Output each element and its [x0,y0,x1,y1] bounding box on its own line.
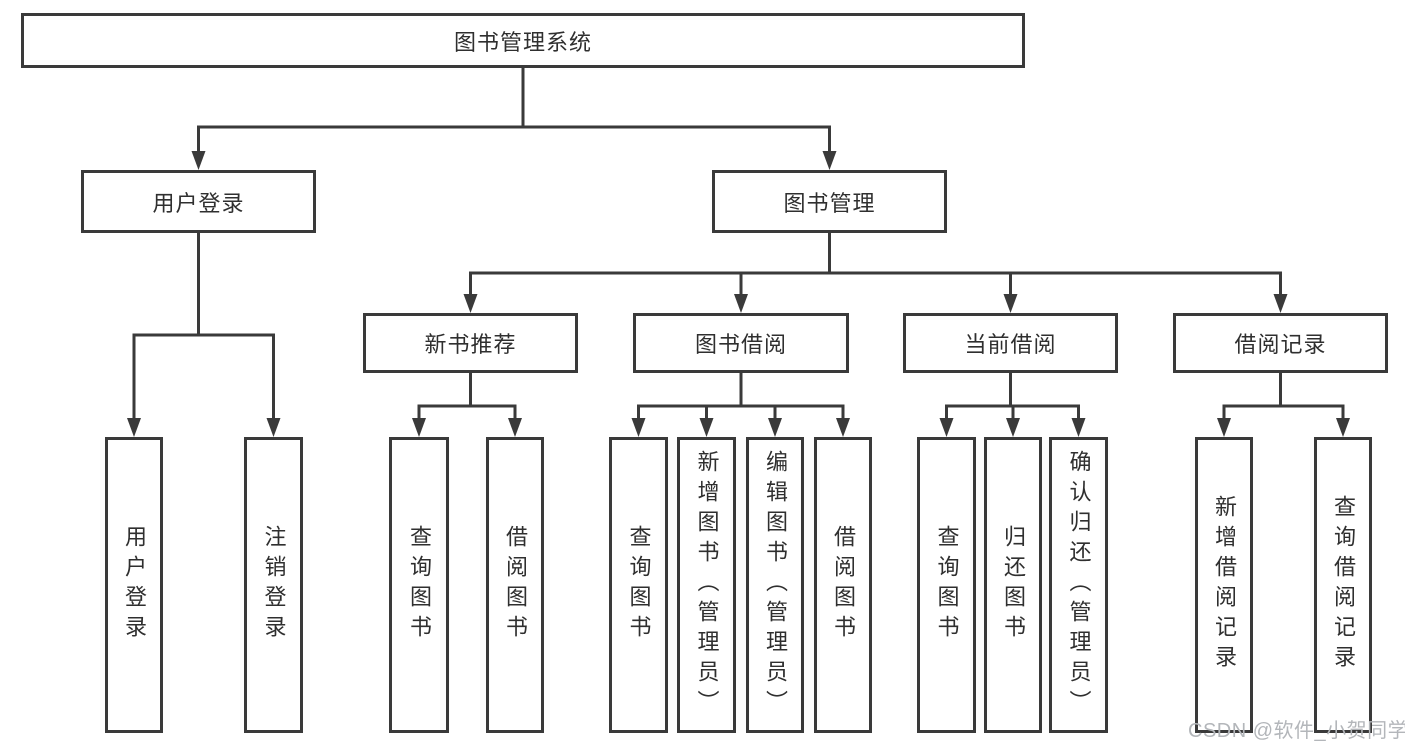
leaf-label: 编辑图书（管理员） [763,450,788,720]
node-book-borrowing: 图书借阅 [633,313,849,373]
leaf-label: 借阅图书 [503,525,528,645]
leaf-logout: 注销登录 [244,437,303,733]
leaf-label: 用户登录 [122,525,147,645]
node-library-management-system: 图书管理系统 [21,13,1025,68]
leaf-confirm-return-admin: 确认归还（管理员） [1049,437,1108,733]
leaf-borrow-books: 借阅图书 [486,437,544,733]
edge-lines [132,66,1345,422]
leaf-return-books: 归还图书 [984,437,1042,733]
leaf-borrow-books: 借阅图书 [814,437,872,733]
leaf-label: 查询图书 [626,525,652,645]
node-current-borrowing: 当前借阅 [903,313,1118,373]
leaf-query-books: 查询图书 [609,437,668,733]
leaf-add-borrow-record: 新增借阅记录 [1195,437,1253,733]
leaf-user-login: 用户登录 [105,437,163,733]
csdn-watermark: CSDN @软件_小贺同学 [1188,720,1405,742]
leaf-edit-books-admin: 编辑图书（管理员） [746,437,804,733]
node-borrowing-records: 借阅记录 [1173,313,1388,373]
leaf-label: 查询图书 [934,525,960,645]
leaf-add-books-admin: 新增图书（管理员） [677,437,736,733]
node-user-login: 用户登录 [81,170,316,233]
leaf-query-books: 查询图书 [389,437,449,733]
leaf-query-borrow-record: 查询借阅记录 [1314,437,1372,733]
leaf-label: 注销登录 [261,525,287,645]
leaf-label: 新增图书（管理员） [694,450,720,720]
arrowheads [127,151,1350,437]
leaf-label: 查询图书 [407,525,432,645]
node-book-management: 图书管理 [712,170,947,233]
leaf-label: 归还图书 [1001,525,1026,645]
leaf-label: 新增借阅记录 [1212,495,1237,675]
node-new-book-recommendation: 新书推荐 [363,313,578,373]
leaf-label: 查询借阅记录 [1331,495,1356,675]
leaf-label: 确认归还（管理员） [1066,450,1092,720]
leaf-label: 借阅图书 [831,525,856,645]
leaf-query-books: 查询图书 [917,437,976,733]
